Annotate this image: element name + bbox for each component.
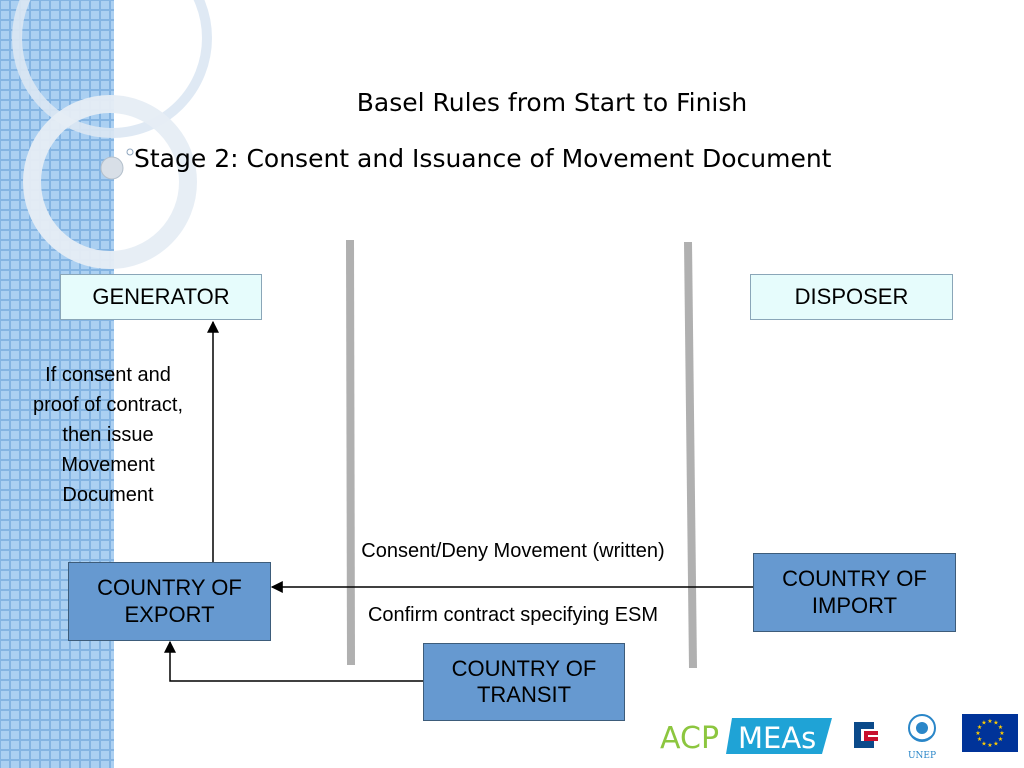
svg-text:★: ★ (987, 742, 992, 749)
country-of-transit-line-1: COUNTRY OF (451, 655, 597, 681)
disposer-box: DISPOSER (750, 274, 953, 320)
svg-text:★: ★ (981, 740, 986, 747)
sidebar-arc-ring (23, 95, 197, 269)
acp-meas-logo-graphic: ACP MEAs (660, 718, 832, 756)
note-line: Movement (61, 454, 155, 476)
confirm-contract-label: Confirm contract specifying ESM (367, 604, 659, 626)
note-line: proof of contract, (32, 394, 184, 416)
sidebar-arc-large (12, 0, 212, 138)
disposer-label: DISPOSER (794, 283, 909, 309)
issue-document-note: If consent and proof of contract, then i… (4, 360, 212, 510)
unep-emblem: UNEP (908, 714, 936, 761)
slide-subtitle: Stage 2: Consent and Issuance of Movemen… (134, 144, 832, 173)
note-line: If consent and (45, 364, 171, 386)
svg-text:★: ★ (977, 724, 982, 731)
border-divider-import (684, 241, 697, 669)
country-of-import-line-2: IMPORT (811, 592, 898, 618)
unep-text: UNEP (908, 751, 936, 761)
consent-deny-label: Consent/Deny Movement (written) (361, 540, 665, 562)
country-of-import-box: COUNTRY OF IMPORT (753, 553, 956, 632)
svg-text:★: ★ (977, 736, 982, 743)
note-line: Document (62, 484, 154, 506)
acp-text: ACP (660, 721, 719, 754)
country-of-transit-box: COUNTRY OF TRANSIT (423, 643, 625, 721)
border-divider-export (346, 239, 355, 666)
svg-text:★: ★ (975, 730, 980, 737)
arrow-transit-to-export (164, 640, 423, 682)
acp-secretariat-icon (854, 722, 878, 748)
svg-text:★: ★ (998, 736, 1003, 743)
country-of-export-line-1: COUNTRY OF (97, 575, 242, 601)
generator-box: GENERATOR (60, 274, 262, 320)
acp-meas-logo: ACP MEAs (660, 716, 832, 756)
note-line: then issue (62, 424, 154, 446)
country-of-export-box: COUNTRY OF EXPORT (68, 562, 271, 641)
acp-secretariat-logo (848, 718, 882, 752)
eu-flag-logo: ★★★ ★★★ ★★★ ★★★ (962, 714, 1018, 752)
country-of-export-line-2: EXPORT (124, 601, 215, 627)
svg-text:★: ★ (981, 720, 986, 727)
svg-text:★: ★ (998, 724, 1003, 731)
slide-title: Basel Rules from Start to Finish (356, 88, 748, 117)
svg-text:★: ★ (993, 740, 998, 747)
svg-text:★: ★ (987, 718, 992, 725)
svg-text:★: ★ (999, 730, 1004, 737)
svg-text:★: ★ (993, 720, 998, 727)
unep-logo: UNEP (904, 712, 940, 762)
generator-label: GENERATOR (92, 283, 230, 309)
sidebar-bullet-dot (100, 156, 124, 180)
meas-text: MEAs (738, 721, 816, 754)
country-of-import-line-1: COUNTRY OF (782, 566, 927, 592)
country-of-transit-line-2: TRANSIT (476, 682, 572, 707)
eu-flag-icon: ★★★ ★★★ ★★★ ★★★ (962, 714, 1018, 752)
